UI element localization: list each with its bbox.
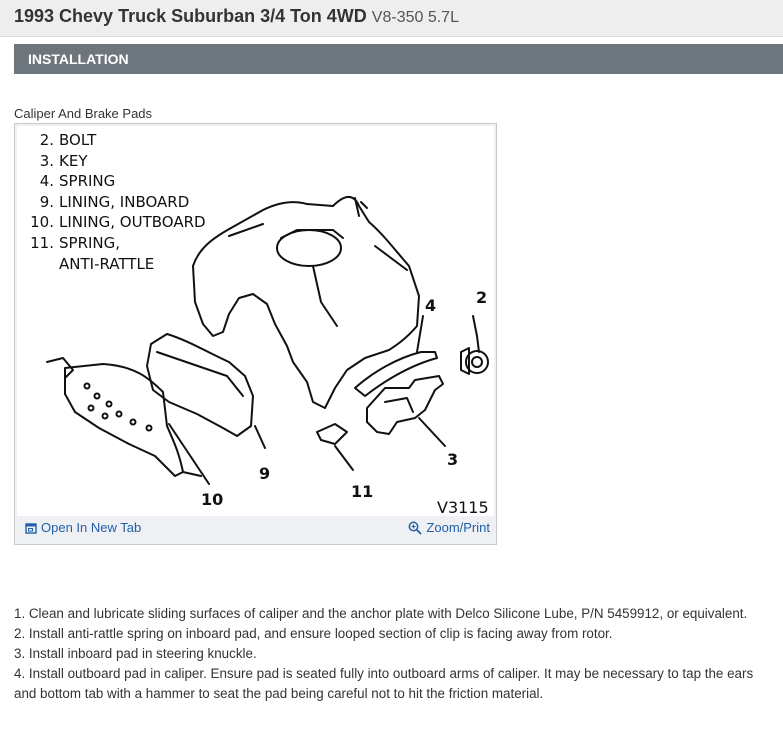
open-in-new-tab-label: Open In New Tab: [41, 520, 142, 535]
callout-3: 3: [447, 450, 459, 469]
callout-4: 4: [425, 296, 437, 315]
open-new-tab-icon: [25, 522, 37, 534]
callout-11: 11: [351, 482, 374, 501]
legend-item: 3.KEY: [39, 151, 88, 170]
installation-steps: 1. Clean and lubricate sliding surfaces …: [14, 604, 774, 704]
legend-item: 2.BOLT: [39, 131, 97, 149]
figure-container: 2.BOLT 3.KEY 4.SPRING 9.LINING, INBOARD …: [14, 123, 497, 545]
open-in-new-tab-link[interactable]: Open In New Tab: [25, 520, 141, 535]
outboard-pad: [64, 363, 184, 477]
zoom-print-link[interactable]: Zoom/Print: [408, 520, 490, 535]
callout-9: 9: [259, 464, 271, 483]
vehicle-title-engine: V8-350 5.7L: [371, 9, 459, 26]
section-header: INSTALLATION: [14, 44, 783, 74]
zoom-print-label: Zoom/Print: [426, 520, 490, 535]
caliper-body: [192, 196, 420, 409]
vehicle-title: 1993 Chevy Truck Suburban 3/4 Ton 4WD V8…: [14, 6, 459, 27]
step-item: 1. Clean and lubricate sliding surfaces …: [14, 606, 748, 621]
legend-item-continuation: ANTI-RATTLE: [59, 254, 155, 273]
legend-item: 10.LINING, OUTBOARD: [30, 213, 206, 232]
section-label: INSTALLATION: [28, 51, 129, 67]
page-header: 1993 Chevy Truck Suburban 3/4 Ton 4WD V8…: [0, 0, 783, 37]
callout-10: 10: [201, 490, 224, 509]
figure-links: Open In New Tab Zoom/Print: [15, 520, 496, 542]
inboard-pad: [146, 333, 254, 437]
step-item: 2. Install anti-rattle spring on inboard…: [14, 626, 613, 641]
spring-anti-rattle-4: [354, 351, 438, 397]
bolt-2: [472, 315, 480, 353]
legend-item: 9.LINING, INBOARD: [39, 192, 190, 211]
step-item: 4. Install outboard pad in caliper. Ensu…: [14, 666, 754, 701]
vehicle-title-main: 1993 Chevy Truck Suburban 3/4 Ton 4WD: [14, 6, 367, 26]
legend-item: 11.SPRING,: [30, 233, 121, 252]
figure-image[interactable]: 2.BOLT 3.KEY 4.SPRING 9.LINING, INBOARD …: [17, 126, 494, 517]
step-item: 3. Install inboard pad in steering knuck…: [14, 646, 257, 661]
figure-caption: Caliper And Brake Pads: [14, 106, 153, 121]
callout-2: 2: [476, 288, 488, 307]
zoom-magnifier-icon: [408, 521, 423, 535]
caliper-key-3: [366, 375, 444, 435]
spring-anti-rattle-11: [316, 423, 348, 445]
figure-legend: 2.BOLT 3.KEY 4.SPRING 9.LINING, INBOARD …: [21, 130, 206, 274]
legend-item: 4.SPRING: [39, 172, 116, 191]
caliper-diagram: [46, 196, 489, 485]
figure-id: V3115: [437, 498, 489, 517]
